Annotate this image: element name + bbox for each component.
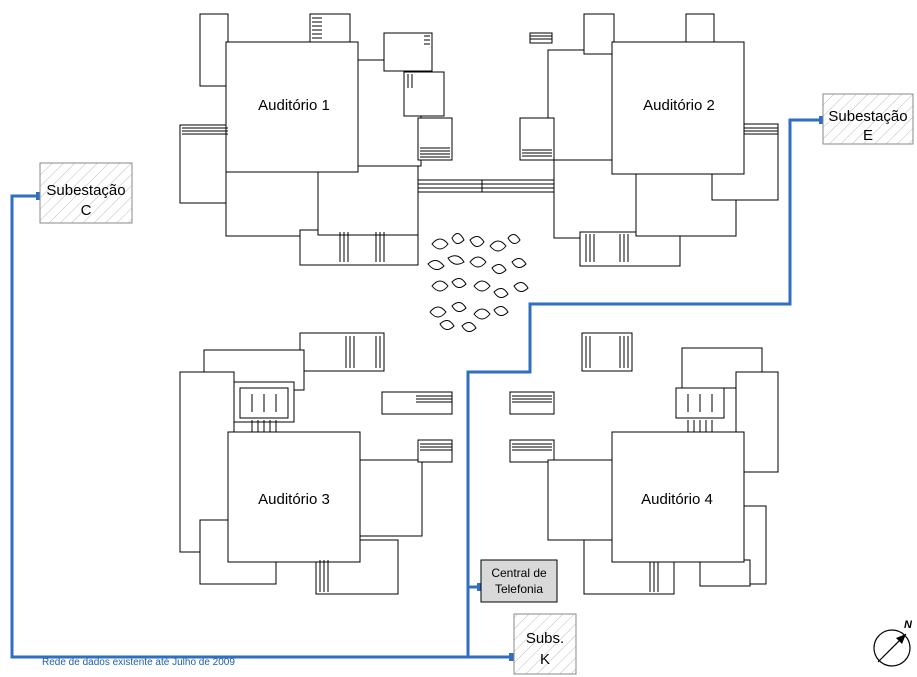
subestacao-c-line2: C — [81, 202, 92, 219]
stair-a1-left — [182, 127, 228, 135]
subestacao-k-line2: K — [540, 651, 550, 668]
central-telefonia: Central de Telefonia — [480, 559, 558, 603]
garden-leaves — [427, 233, 529, 332]
compass-north-label: N — [904, 619, 913, 631]
central-line2: Telefonia — [495, 582, 543, 596]
auditorio-4-building: Auditório 4 — [509, 332, 779, 595]
subestacao-e: Subestação E — [822, 93, 914, 145]
walkway — [417, 179, 555, 193]
subestacao-c-line1: Subestação — [46, 182, 125, 199]
data-network-line — [10, 118, 822, 659]
stair-a2 — [522, 35, 778, 262]
subestacao-e-line1: Subestação — [828, 108, 907, 125]
central-line1: Central de — [491, 566, 547, 580]
stair-a1-right — [403, 35, 450, 158]
subestacao-k-line1: Subs. — [526, 630, 564, 647]
subestacao-e-line2: E — [863, 127, 873, 144]
stair-a3 — [239, 336, 452, 592]
subestacao-c: Subestação C — [39, 162, 133, 224]
stair-a1-bottom — [339, 232, 385, 262]
auditorio-2-building: Auditório 2 — [519, 13, 779, 267]
stair-a1-top — [312, 17, 322, 39]
auditorio-1-label: Auditório 1 — [258, 97, 330, 114]
auditorio-2-label: Auditório 2 — [643, 97, 715, 114]
map-caption: Rede de dados existente até Julho de 200… — [42, 657, 235, 668]
auditorio-3-building: Auditório 3 — [179, 332, 453, 595]
north-compass-icon: N — [873, 619, 913, 667]
auditorio-3-label: Auditório 3 — [258, 491, 330, 508]
stair-a4 — [512, 336, 725, 592]
network-nodes — [36, 116, 825, 661]
subestacao-k: Subs. K — [513, 613, 577, 675]
auditorio-1-building: Auditório 1 — [179, 13, 453, 266]
auditorio-4-label: Auditório 4 — [641, 491, 713, 508]
